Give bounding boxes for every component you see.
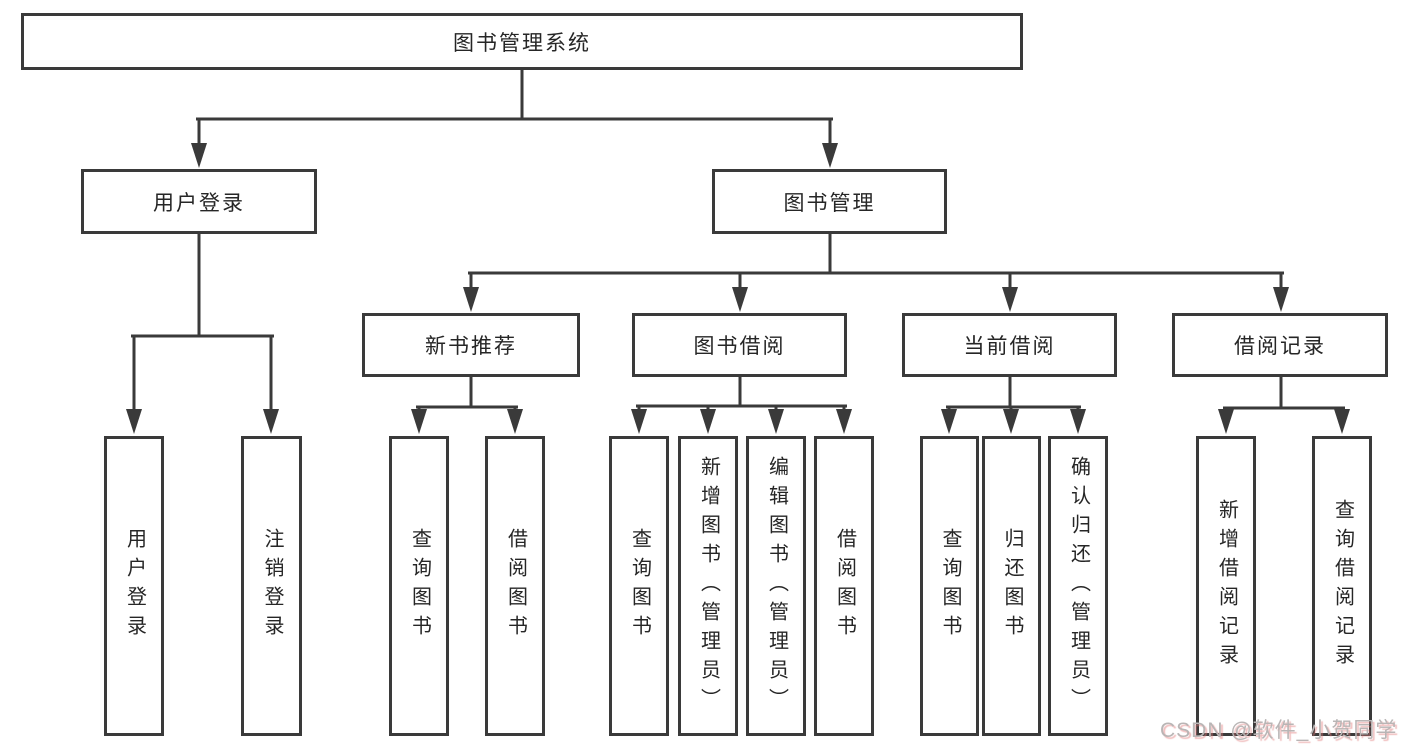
leaf-borrow-book-recommend: 借阅图书 [485, 436, 545, 736]
leaf-return-book-label: 归还图书 [1001, 528, 1023, 644]
node-current-borrow: 当前借阅 [902, 313, 1117, 377]
node-book-management: 图书管理 [712, 169, 947, 234]
arrowhead-icon [768, 409, 784, 434]
arrowhead-icon [700, 409, 716, 434]
leaf-add-borrow-record: 新增借阅记录 [1196, 436, 1256, 736]
node-new-book-recommend: 新书推荐 [362, 313, 580, 377]
arrowhead-icon [941, 409, 957, 434]
arrowhead-icon [507, 409, 523, 434]
node-book-management-label: 图书管理 [783, 191, 876, 215]
csdn-watermark: CSDN @软件_小贺同学 [1160, 719, 1398, 742]
connector-root-to-level2 [196, 66, 833, 148]
arrowhead-icon [1070, 409, 1086, 434]
node-current-borrow-label: 当前借阅 [963, 335, 1056, 358]
connector-current-borrow-children [946, 372, 1081, 414]
leaf-query-book-recommend-label: 查询图书 [408, 528, 431, 644]
leaf-query-book-borrow: 查询图书 [609, 436, 669, 736]
arrowhead-icon [191, 143, 207, 168]
arrowhead-icon [126, 409, 142, 434]
connector-user-login-children [131, 229, 274, 413]
arrowhead-icon [836, 409, 852, 434]
leaf-query-book-recommend: 查询图书 [389, 436, 449, 736]
node-root-label: 图书管理系统 [453, 31, 591, 55]
leaf-confirm-return-admin: 确认归还（管理员） [1048, 436, 1108, 736]
leaf-query-book-borrow-label: 查询图书 [628, 528, 651, 644]
arrowhead-icon [463, 287, 479, 312]
leaf-user-login-label: 用户登录 [123, 528, 146, 644]
leaf-user-login: 用户登录 [104, 436, 164, 736]
node-book-borrow-label: 图书借阅 [693, 335, 786, 358]
leaf-add-book-admin: 新增图书（管理员） [678, 436, 738, 736]
node-user-login: 用户登录 [81, 169, 317, 234]
arrowhead-icon [732, 287, 748, 312]
arrowhead-icon [1003, 409, 1019, 434]
leaf-add-book-admin-label: 新增图书（管理员） [697, 455, 720, 717]
arrowhead-icon [263, 409, 279, 434]
arrowhead-icon [631, 409, 647, 434]
node-book-borrow: 图书借阅 [632, 313, 847, 377]
arrowhead-icon [1273, 287, 1289, 312]
node-new-book-recommend-label: 新书推荐 [425, 335, 517, 358]
connector-book-management-children [468, 229, 1284, 291]
arrowhead-icon [1002, 287, 1018, 312]
connector-borrow-records-children [1223, 372, 1345, 414]
arrowhead-icon [411, 409, 427, 434]
leaf-borrow-book-recommend-label: 借阅图书 [504, 528, 527, 644]
leaf-borrow-book-label: 借阅图书 [833, 528, 856, 644]
leaf-edit-book-admin-label: 编辑图书（管理员） [765, 455, 788, 717]
leaf-logout: 注销登录 [241, 436, 302, 736]
leaf-query-book-current-label: 查询图书 [939, 528, 961, 644]
node-borrow-records-label: 借阅记录 [1234, 335, 1326, 358]
arrowhead-icon [1218, 409, 1234, 434]
leaf-query-borrow-record: 查询借阅记录 [1312, 436, 1372, 736]
connector-book-borrow-children [636, 372, 847, 414]
node-borrow-records: 借阅记录 [1172, 313, 1388, 377]
leaf-edit-book-admin: 编辑图书（管理员） [746, 436, 806, 736]
leaf-borrow-book: 借阅图书 [814, 436, 874, 736]
connector-new-book-recommend-children [416, 372, 518, 414]
leaf-logout-label: 注销登录 [261, 528, 283, 644]
leaf-query-borrow-record-label: 查询借阅记录 [1331, 499, 1354, 673]
leaf-query-book-current: 查询图书 [920, 436, 979, 736]
node-user-login-label: 用户登录 [153, 191, 245, 215]
leaf-return-book: 归还图书 [982, 436, 1041, 736]
leaf-add-borrow-record-label: 新增借阅记录 [1215, 499, 1238, 673]
node-root: 图书管理系统 [21, 13, 1023, 70]
leaf-confirm-return-admin-label: 确认归还（管理员） [1067, 455, 1090, 717]
arrowhead-icons [126, 143, 1350, 434]
arrowhead-icon [1334, 409, 1350, 434]
arrowhead-icon [822, 143, 838, 168]
